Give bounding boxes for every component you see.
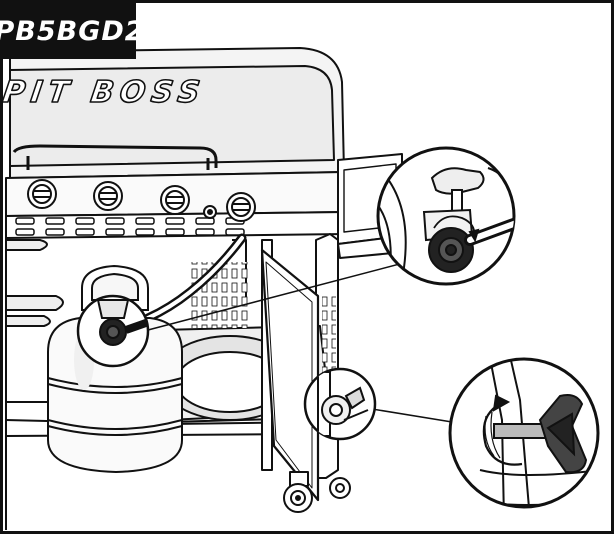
tighten-arrow-icon xyxy=(433,215,476,237)
tank-handwheel-icon xyxy=(430,167,485,195)
burner-knob-2 xyxy=(93,181,123,211)
lid-handle xyxy=(12,144,218,170)
tighten-rotation-arrow-icon xyxy=(482,403,523,466)
knob-callout-line xyxy=(365,407,453,423)
valve-callout-line xyxy=(147,255,431,331)
panel-vents xyxy=(15,217,245,236)
igniter-button xyxy=(203,205,217,219)
lid-brand-text: PIT BOSS xyxy=(1,75,208,110)
caster-wheel-right xyxy=(329,477,351,499)
tank-valve-zoom xyxy=(76,294,150,368)
burner-knob-3 xyxy=(160,185,190,215)
thumb-knob-callout xyxy=(448,357,600,509)
burner-knob-4 xyxy=(226,192,256,222)
caster-lock-zoom xyxy=(303,367,377,441)
caster-wheel-left xyxy=(283,471,313,513)
model-number-badge: PB5BGD2 xyxy=(0,3,144,59)
regulator-valve-callout xyxy=(376,146,516,286)
propane-tank xyxy=(47,264,183,474)
burner-knob-1 xyxy=(27,179,57,209)
